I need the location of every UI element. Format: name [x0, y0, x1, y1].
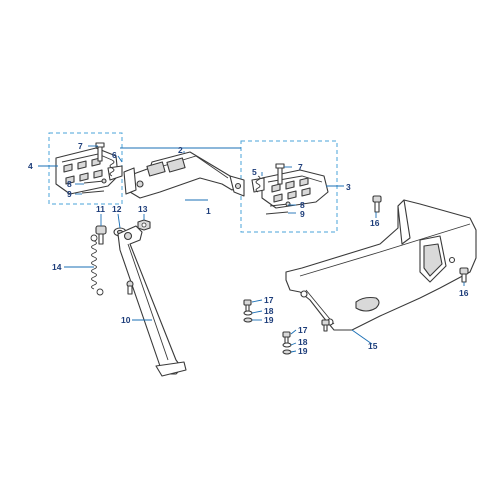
kickstand-spring-pin — [126, 280, 134, 295]
right-washer-part-8 — [269, 203, 289, 207]
left-washer-end — [101, 178, 107, 184]
callout-13: 13 — [138, 204, 148, 214]
nut-part-13 — [137, 219, 151, 231]
leader-lines — [38, 145, 465, 353]
callout-14: 14 — [52, 262, 62, 272]
callout-8-left: 8 — [67, 179, 72, 189]
right-footpeg-part-3 — [251, 169, 329, 209]
callout-6: 6 — [112, 150, 117, 160]
callout-19-lower: 19 — [298, 346, 308, 356]
left-spring-part-6 — [109, 159, 115, 177]
callout-11: 11 — [96, 204, 105, 214]
callout-17-lower: 17 — [298, 325, 308, 335]
fastener-set-upper — [243, 299, 253, 323]
right-cotter-pin-part-9 — [265, 211, 289, 215]
right-pin-part-7 — [275, 163, 285, 185]
callout-16-lower: 16 — [459, 288, 469, 298]
bolt-part-11 — [95, 225, 107, 245]
callout-7-left: 7 — [78, 141, 83, 151]
callout-9-left: 9 — [67, 189, 72, 199]
callout-5: 5 — [252, 167, 257, 177]
skid-plate-part-15 — [285, 199, 477, 331]
left-washer-part-8 — [83, 180, 105, 184]
callout-labels: 1 2 3 4 5 6 7 7 8 8 9 9 10 11 12 13 14 1… — [28, 141, 469, 356]
callout-1: 1 — [206, 206, 211, 216]
kickstand-spring-part-14 — [90, 234, 104, 296]
callout-4: 4 — [28, 161, 33, 171]
callout-16-upper: 16 — [370, 218, 380, 228]
callout-12: 12 — [112, 204, 122, 214]
left-cotter-pin-part-9 — [81, 190, 105, 194]
left-pin-part-7 — [95, 142, 105, 162]
footpeg-bracket-part-1 — [123, 151, 245, 199]
fastener-set-lower-right — [321, 319, 330, 332]
right-spring-part-5 — [255, 175, 261, 193]
callout-15: 15 — [368, 341, 378, 351]
callout-17-upper: 17 — [264, 295, 274, 305]
callout-19-upper: 19 — [264, 315, 274, 325]
callout-8-right: 8 — [300, 200, 305, 210]
callout-9-right: 9 — [300, 209, 305, 219]
callout-18-upper: 18 — [264, 306, 274, 316]
callout-2: 2 — [178, 145, 183, 155]
bolt-part-16-upper — [372, 195, 382, 213]
callout-18-lower: 18 — [298, 337, 308, 347]
right-footpeg-group-box — [240, 140, 338, 233]
kickstand-part-10 — [117, 225, 187, 377]
callout-7-right: 7 — [298, 162, 303, 172]
callout-10: 10 — [121, 315, 131, 325]
fastener-set-lower — [282, 331, 292, 355]
callout-3: 3 — [346, 182, 351, 192]
